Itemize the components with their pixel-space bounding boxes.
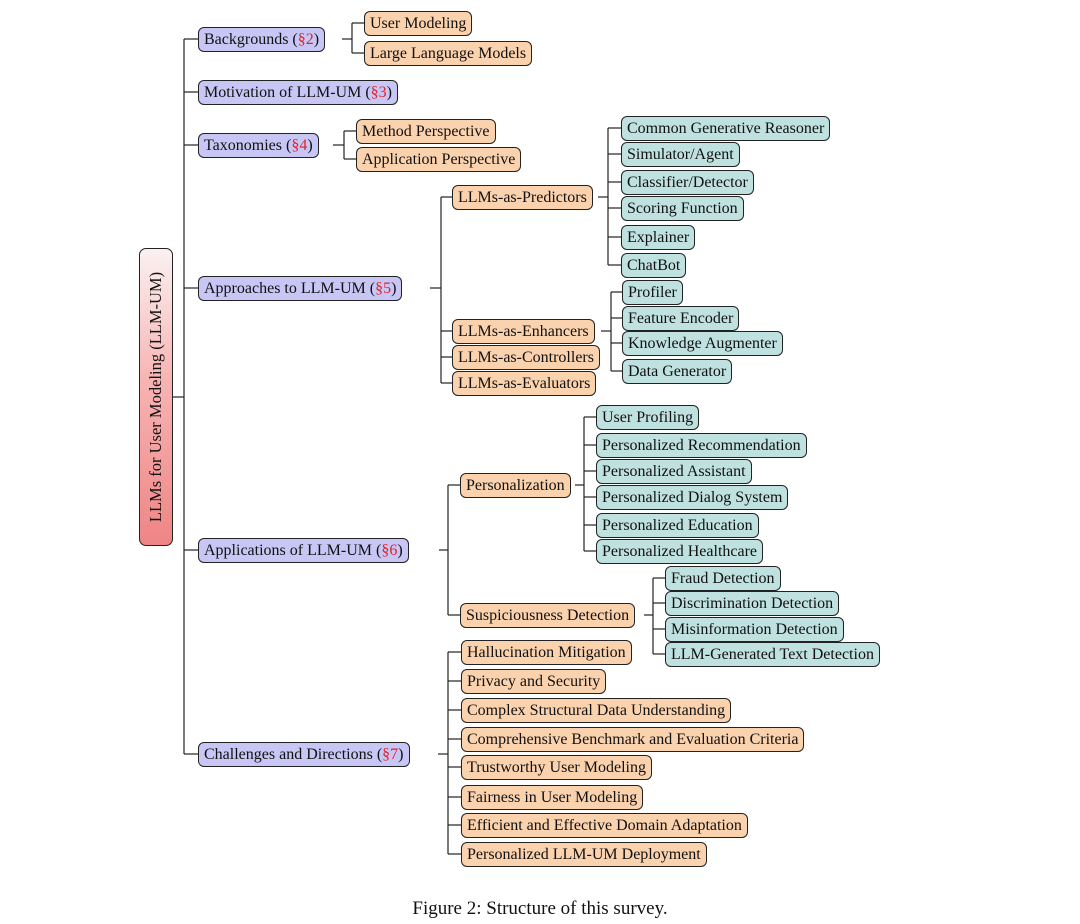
section-label: Challenges and Directions ( [204, 746, 383, 763]
leaf-data-generator: Data Generator [622, 359, 733, 384]
section-label: Approaches to LLM-UM ( [204, 280, 376, 297]
leaf-simulator-agent: Simulator/Agent [621, 142, 740, 167]
section-ref: §4 [291, 137, 308, 154]
leaf-explainer: Explainer [621, 225, 696, 250]
node-hallucination-mitigation: Hallucination Mitigation [461, 640, 632, 665]
leaf-fraud-detection: Fraud Detection [665, 566, 781, 591]
section-backgrounds: Backgrounds (§2) [198, 27, 326, 52]
node-personalized-llm-um-deployment: Personalized LLM-UM Deployment [461, 842, 707, 867]
node-application-perspective: Application Perspective [356, 147, 522, 172]
node-llms-as-evaluators: LLMs-as-Evaluators [452, 371, 597, 396]
leaf-common-generative-reasoner: Common Generative Reasoner [621, 116, 831, 141]
leaf-misinformation-detection: Misinformation Detection [665, 617, 844, 642]
section-applications: Applications of LLM-UM (§6) [198, 538, 409, 563]
node-trustworthy-user-modeling: Trustworthy User Modeling [461, 755, 652, 780]
leaf-user-profiling: User Profiling [596, 405, 700, 430]
section-close: ) [397, 542, 403, 559]
leaf-scoring-function: Scoring Function [621, 196, 744, 221]
leaf-profiler: Profiler [622, 280, 683, 305]
section-ref: §3 [370, 84, 387, 101]
leaf-personalized-recommendation: Personalized Recommendation [596, 433, 807, 458]
section-label: Backgrounds ( [204, 31, 298, 48]
section-ref: §5 [375, 280, 392, 297]
section-label: Taxonomies ( [204, 137, 292, 154]
node-llms-as-controllers: LLMs-as-Controllers [452, 345, 600, 370]
root-node: LLMs for User Modeling (LLM-UM) [139, 248, 173, 546]
section-approaches: Approaches to LLM-UM (§5) [198, 276, 403, 301]
node-comprehensive-benchmark: Comprehensive Benchmark and Evaluation C… [461, 727, 805, 752]
node-complex-structural-data: Complex Structural Data Understanding [461, 698, 732, 723]
leaf-classifier-detector: Classifier/Detector [621, 170, 754, 195]
section-close: ) [307, 137, 313, 154]
section-close: ) [398, 746, 404, 763]
leaf-knowledge-augmenter: Knowledge Augmenter [622, 331, 783, 356]
node-efficient-domain-adaptation: Efficient and Effective Domain Adaptatio… [461, 813, 748, 838]
section-taxonomies: Taxonomies (§4) [198, 133, 319, 158]
leaf-llm-generated-text-detection: LLM-Generated Text Detection [665, 642, 880, 667]
leaf-personalized-education: Personalized Education [596, 513, 759, 538]
leaf-personalized-dialog-system: Personalized Dialog System [596, 485, 789, 510]
section-label: Motivation of LLM-UM ( [204, 84, 371, 101]
leaf-personalized-assistant: Personalized Assistant [596, 459, 752, 484]
node-personalization: Personalization [460, 473, 571, 498]
root-label: LLMs for User Modeling (LLM-UM) [146, 271, 165, 523]
section-close: ) [313, 31, 320, 48]
section-challenges: Challenges and Directions (§7) [198, 742, 410, 767]
node-privacy-and-security: Privacy and Security [461, 669, 607, 694]
section-close: ) [391, 280, 397, 297]
section-ref: §2 [297, 31, 314, 48]
node-fairness-in-user-modeling: Fairness in User Modeling [461, 785, 644, 810]
section-label: Applications of LLM-UM ( [204, 542, 382, 559]
section-ref: §7 [382, 746, 399, 763]
leaf-personalized-healthcare: Personalized Healthcare [596, 539, 764, 564]
node-llms-as-enhancers: LLMs-as-Enhancers [452, 319, 595, 344]
section-motivation: Motivation of LLM-UM (§3) [198, 80, 398, 105]
node-method-perspective: Method Perspective [356, 119, 496, 144]
leaf-discrimination-detection: Discrimination Detection [665, 591, 840, 616]
node-user-modeling: User Modeling [364, 11, 473, 36]
figure-caption: Figure 2: Structure of this survey. [412, 898, 668, 919]
node-large-language-models: Large Language Models [364, 41, 533, 66]
leaf-feature-encoder: Feature Encoder [622, 306, 740, 331]
node-llms-as-predictors: LLMs-as-Predictors [452, 185, 593, 210]
section-ref: §6 [381, 542, 398, 559]
leaf-chatbot: ChatBot [621, 253, 687, 278]
section-close: ) [386, 84, 392, 101]
node-suspiciousness-detection: Suspiciousness Detection [460, 603, 636, 628]
